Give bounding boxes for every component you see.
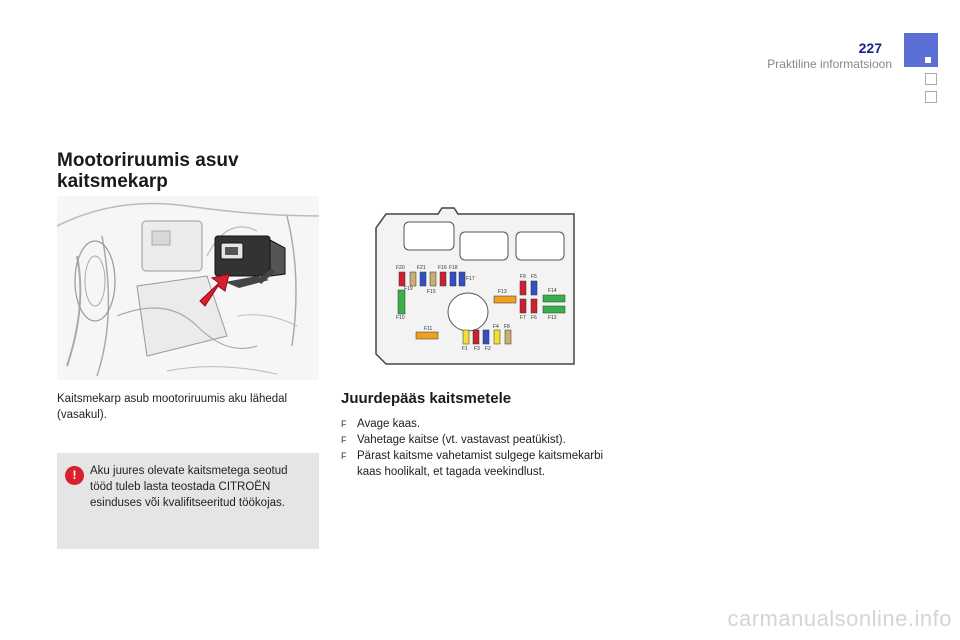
fuse-f14 xyxy=(542,294,566,303)
step-text: Vahetage kaitse (vt. vastavast peatükist… xyxy=(357,434,566,446)
heading-line-1: Mootoriruumis asuv xyxy=(57,150,239,171)
fuse-label-f21: F21 xyxy=(417,265,426,271)
fuse-f5 xyxy=(530,280,538,296)
fuse-f11 xyxy=(415,331,439,340)
access-heading: Juurdepääs kaitsmetele xyxy=(341,390,512,407)
fuse-f17 xyxy=(458,271,466,287)
fuse-f7 xyxy=(519,298,527,314)
fuse-slots xyxy=(397,271,566,345)
fuse-label-f11: F11 xyxy=(424,326,432,332)
fuse-f12 xyxy=(542,305,566,314)
nav-box-2[interactable] xyxy=(925,91,937,103)
heading-line-2: kaitsmekarp xyxy=(57,171,168,192)
fuse-f6 xyxy=(530,298,538,314)
fuse-label-f2: F2 xyxy=(485,346,491,352)
bullet-icon: F xyxy=(341,435,347,445)
engine-compartment-photo xyxy=(57,196,319,380)
fuse-f2 xyxy=(482,329,490,345)
fuse-f1 xyxy=(462,329,470,345)
step-text: Avage kaas. xyxy=(357,418,421,430)
red-arrow-icon xyxy=(199,273,230,307)
fuse-f18 xyxy=(449,271,457,287)
fuse-f13 xyxy=(493,295,517,304)
list-item: F Pärast kaitsme vahetamist sulgege kaits… xyxy=(341,448,611,480)
warning-text: Aku juures olevate kaitsmetega seotud tö… xyxy=(90,465,288,509)
fuse-f10 xyxy=(397,289,406,315)
fuse-label-f14: F14 xyxy=(548,288,557,294)
fuse-label-f6: F6 xyxy=(531,315,537,321)
fuse-label-f9: F9 xyxy=(520,274,526,280)
fuse-f9 xyxy=(519,280,527,296)
instruction-list: F Avage kaas. F Vahetage kaitse (vt. vasta… xyxy=(341,416,611,480)
fuse-f4 xyxy=(493,329,501,345)
bullet-icon: F xyxy=(341,451,347,461)
fuse-label-f10: F10 xyxy=(396,315,405,321)
chapter-tab-marker xyxy=(925,57,931,63)
section-title: Praktiline informatsioon xyxy=(767,57,892,71)
fuse-label-f3: F3 xyxy=(474,346,480,352)
fuse-label-f7: F7 xyxy=(520,315,526,321)
fuse-label-f4: F4 xyxy=(493,324,499,330)
fuse-f8 xyxy=(504,329,512,345)
fuse-box-diagram: F20 F21 F16 F18 F17 F19 F15 F10 F11 F13 … xyxy=(375,207,575,365)
fuse-label-f5: F5 xyxy=(531,274,537,280)
fuse-f19 xyxy=(409,271,417,287)
fuse-label-f1: F1 xyxy=(462,346,468,352)
fuse-label-f18: F18 xyxy=(449,265,458,271)
bullet-icon: F xyxy=(341,419,347,429)
fuse-label-f16: F16 xyxy=(438,265,447,271)
fuse-f16 xyxy=(439,271,447,287)
warning-icon: ! xyxy=(65,466,84,485)
fuse-f20 xyxy=(398,271,406,287)
fuse-f21 xyxy=(419,271,427,287)
page-number: 227 xyxy=(858,40,882,56)
location-text: Kaitsmekarp asub mootoriruumis aku lähed… xyxy=(57,393,288,421)
fuse-label-f15: F15 xyxy=(427,289,436,295)
fuse-label-f13: F13 xyxy=(498,289,507,295)
fuse-f15 xyxy=(429,271,437,287)
nav-box-1[interactable] xyxy=(925,73,937,85)
step-text: Pärast kaitsme vahetamist sulgege kaitsm… xyxy=(357,450,604,478)
list-item: F Vahetage kaitse (vt. vastavast peatükis… xyxy=(341,432,611,448)
watermark: carmanualsonline.info xyxy=(727,606,952,631)
fuse-label-f17: F17 xyxy=(466,276,475,282)
page-heading: Mootoriruumis asuv kaitsmekarp xyxy=(57,150,317,192)
chapter-tab[interactable] xyxy=(904,33,938,67)
fuse-label-f12: F12 xyxy=(548,315,557,321)
fuse-f3 xyxy=(472,329,480,345)
fuse-label-f20: F20 xyxy=(396,265,405,271)
fuse-label-f19: F19 xyxy=(404,286,413,292)
warning-box: ! Aku juures olevate kaitsmetega seotud … xyxy=(57,453,319,549)
fuse-label-f8: F8 xyxy=(504,324,510,330)
list-item: F Avage kaas. xyxy=(341,416,611,432)
